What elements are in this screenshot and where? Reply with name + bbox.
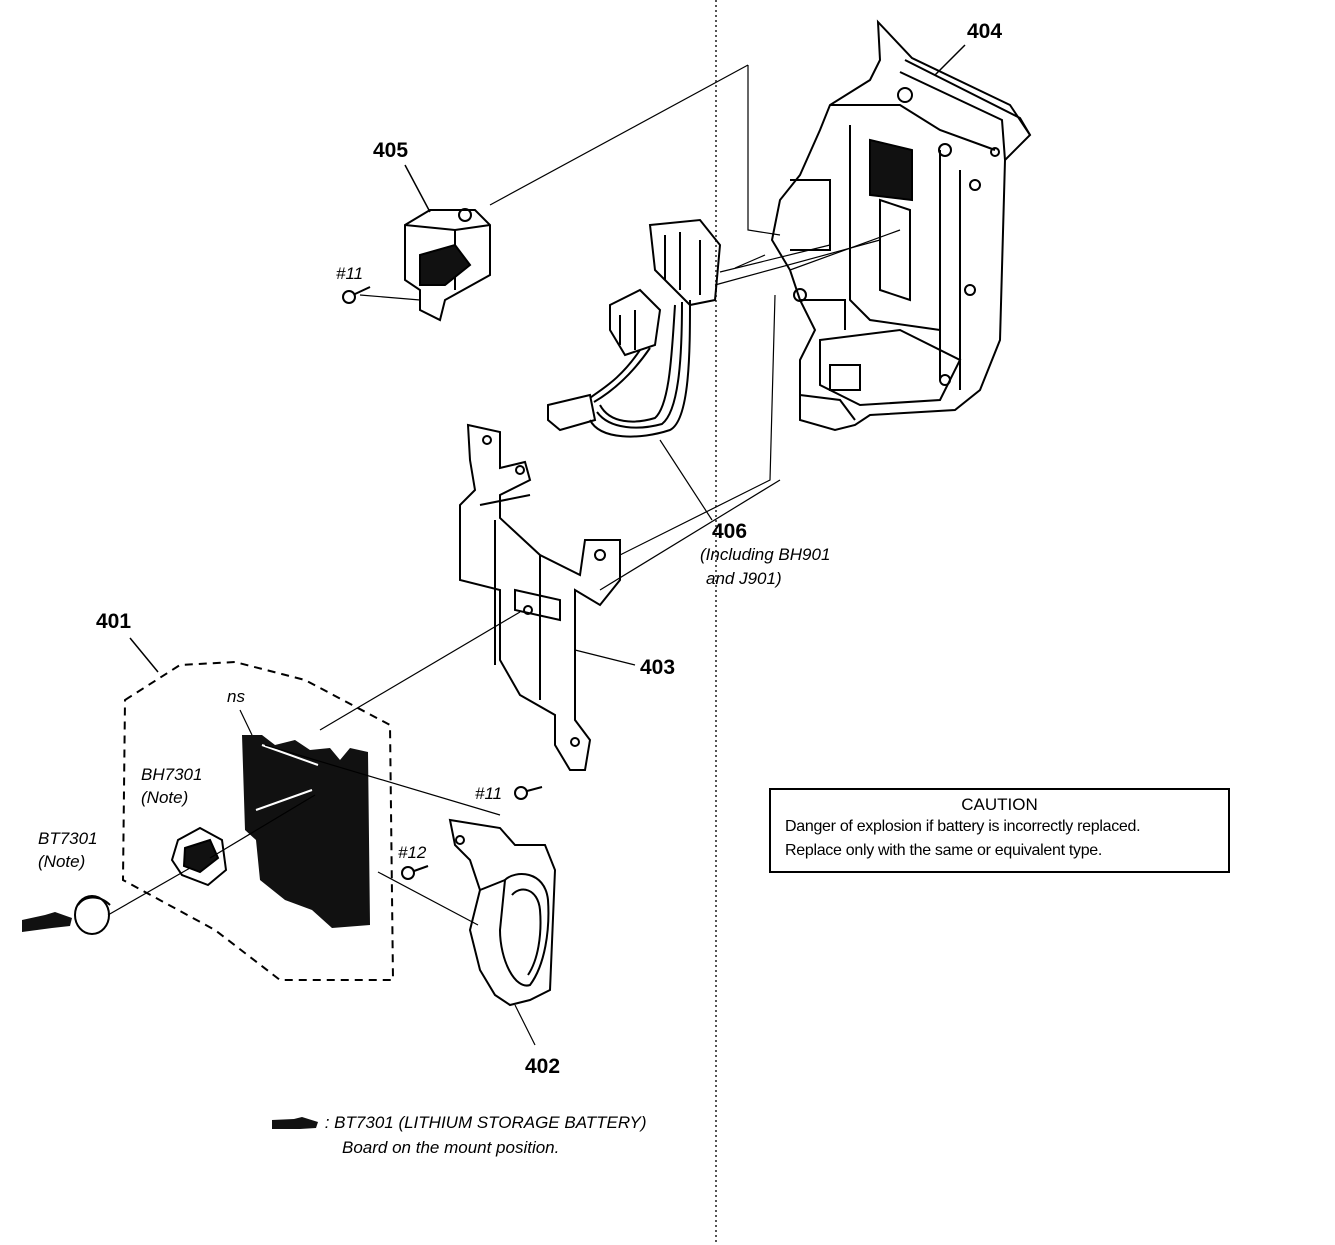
label-screw-12: #12 (398, 843, 427, 862)
part-402-holder (448, 818, 557, 1007)
part-405-leader (404, 164, 431, 213)
label-404: 404 (967, 20, 1002, 43)
label-406: 406 (712, 520, 747, 543)
part-401-dashed-outline (121, 660, 395, 981)
label-screw-11-top: #11 (336, 264, 363, 283)
part-403-sheet (459, 423, 621, 771)
ns-board (242, 735, 370, 928)
caution-line-2: Replace only with the same or equivalent… (785, 842, 1103, 859)
label-406-note-line2: and J901) (706, 569, 782, 588)
bh7301-holder (170, 826, 228, 887)
footnote-line-2: Board on the mount position. (342, 1138, 560, 1157)
label-403: 403 (640, 656, 675, 679)
assembly-lines (107, 64, 901, 1046)
screws (342, 286, 543, 880)
footnote-row-1: : BT7301 (LITHIUM STORAGE BATTERY) (272, 1110, 647, 1135)
label-405: 405 (373, 139, 408, 162)
label-401: 401 (96, 610, 131, 633)
label-406-note-line1: (Including BH901 (700, 545, 830, 564)
screw-11-mid (514, 786, 528, 800)
caution-box: CAUTION Danger of explosion if battery i… (769, 788, 1230, 873)
caution-line-1: Danger of explosion if battery is incorr… (785, 818, 1141, 835)
caution-title: CAUTION (961, 795, 1038, 814)
part-404-frame (770, 19, 1032, 432)
label-ns: ns (227, 687, 245, 706)
label-bt7301-note: (Note) (38, 852, 85, 871)
screw-12 (401, 866, 415, 880)
label-screw-11-mid: #11 (475, 784, 502, 803)
pointer-hand-icon (22, 912, 72, 932)
label-402: 402 (525, 1055, 560, 1078)
part-404-leader (934, 44, 966, 76)
label-bh7301-note: (Note) (141, 788, 188, 807)
label-bt7301: BT7301 (38, 829, 98, 848)
screw-11-top (342, 290, 356, 304)
part-401-leader (129, 637, 159, 673)
footnote-line-1: : BT7301 (LITHIUM STORAGE BATTERY) (324, 1113, 647, 1132)
label-bh7301: BH7301 (141, 765, 202, 784)
pointer-hand-icon (272, 1116, 318, 1129)
part-405-bracket (404, 208, 491, 322)
part-406-harness (547, 218, 722, 438)
footnote: : BT7301 (LITHIUM STORAGE BATTERY) Board… (272, 1110, 647, 1160)
bt7301-battery (74, 895, 111, 935)
